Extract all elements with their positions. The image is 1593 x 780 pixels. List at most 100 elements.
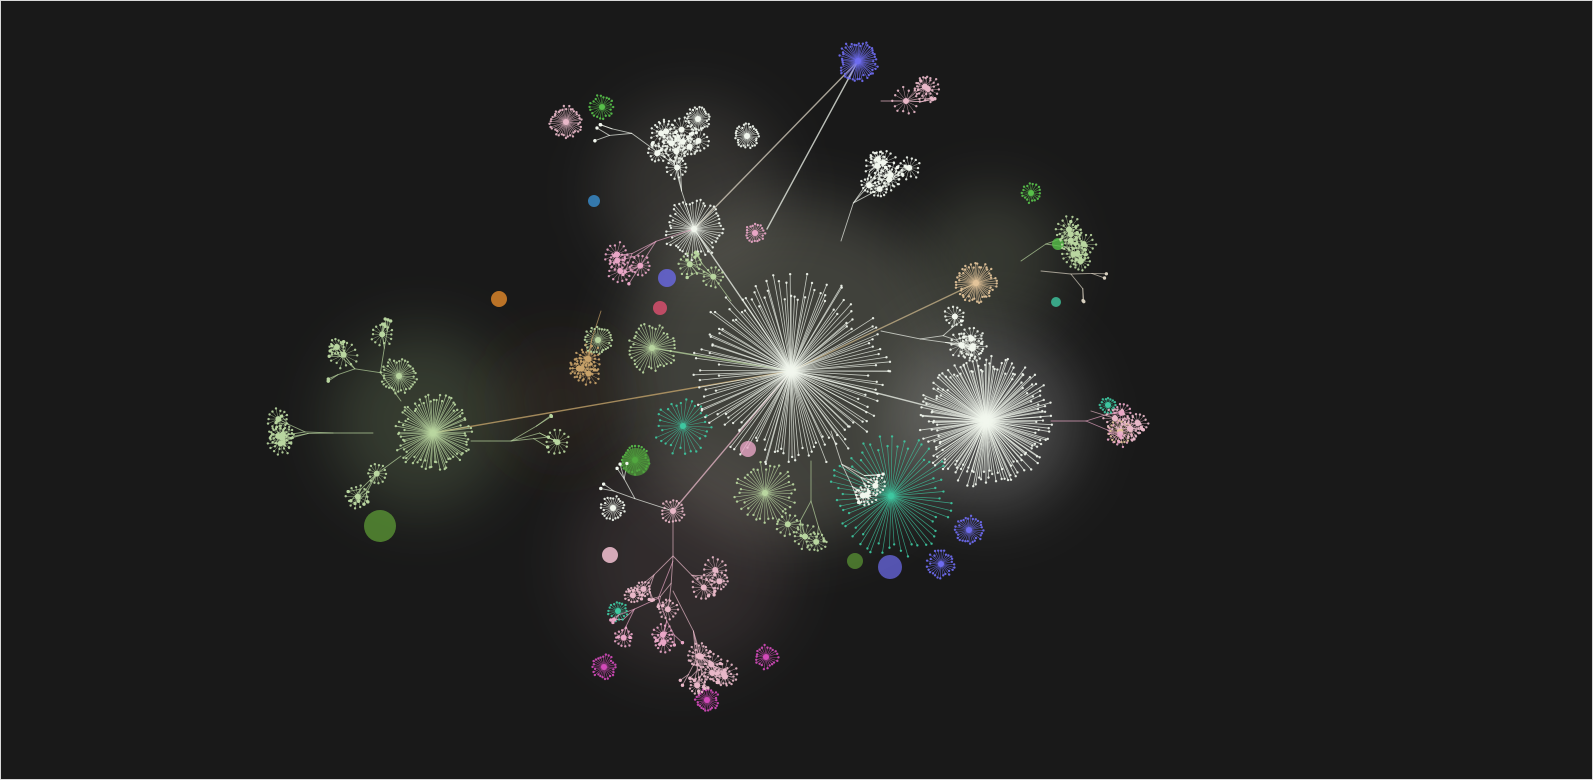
south-tree-mini-leaf [725,576,729,579]
west-link-tree-mini-leaf [565,445,568,448]
cluster-17-leaf [640,445,643,449]
west-tree-mini-leaf [271,441,274,444]
east-hub-leaf [984,481,988,484]
teal-hub-spoke [890,495,937,518]
northeast-hub-leaf [972,266,975,269]
south-tree-mini-leaf [636,600,639,603]
cluster-8-leaf [944,572,947,576]
north-hub-spoke [670,215,695,230]
north-tree-mini-leaf [707,140,710,143]
south-tree-branch [659,582,672,597]
center-tree-c-branch [841,463,865,476]
cluster-10-leaf [710,706,714,710]
west-hub-leaf [438,393,442,397]
west-tree-c-mini-leaf [363,487,366,491]
east-hub-spoke [920,414,987,422]
south-tree-mini-leaf [627,598,630,602]
glow-halo [571,451,791,671]
south-tree-c-mini-leaf [728,670,731,673]
east-hub-leaf [972,485,975,488]
east-hub-leaf [935,423,939,427]
north-tree-b-mini-leaf [616,280,619,284]
south-tree-d-branch [616,467,625,480]
main-hub-leaf [731,319,735,322]
green-hub-leaf [768,464,772,468]
cluster-0-leaf [561,108,564,112]
top-hub-spoke [857,60,876,70]
nw-hub-spoke [651,340,675,349]
north-hub-leaf [702,202,705,205]
cluster-15-leaf [390,386,393,390]
north-tree-b-branch [628,265,641,285]
main-hub-leaf [727,416,730,419]
main-hub-leaf [763,296,766,299]
main-hub-leaf [871,338,874,341]
center-tree-mini-center [875,156,882,163]
cluster-8-leaf [947,573,951,576]
cluster-3-leaf [755,130,759,134]
north-hub-leaf [695,199,699,203]
northeast-hub-leaf [964,264,967,268]
main-hub-leaf [866,374,870,377]
cluster-5-leaf [1111,421,1115,424]
northeast-hub-spoke [970,264,977,284]
ne-tree-b-branch [1070,273,1084,290]
cluster-1-leaf [589,108,592,112]
cluster-0-leaf [560,133,563,136]
south-tree-c-mini-leaf [730,663,733,666]
east-hub-leaf [927,440,930,443]
north-hub-leaf [684,203,688,206]
south-tree-c-leaf [703,686,707,690]
cluster-9-leaf [593,673,597,677]
east-hub-leaf [1028,375,1032,379]
northeast-hub-leaf [958,274,961,277]
glow-halo [601,101,781,281]
center-tree-mini-leaf [883,155,886,159]
north-hub-spoke [693,206,715,230]
west-tree-mini-leaf [285,434,288,438]
west-tree-b-mini-leaf [330,348,333,351]
south-tree-b-mini-leaf [628,644,631,647]
west-hub-spoke [423,402,434,434]
south-tree-d-leaf [615,466,619,470]
west-tree-mini-leaf [276,453,280,456]
nw-hub-leaf [669,349,672,353]
green-hub-spoke [764,489,796,494]
center-tree-b-branch [919,335,944,340]
west-tree-b-leaf [386,318,390,322]
north-hub-leaf [669,243,672,247]
cluster-0-leaf [573,130,577,133]
main-hub-spoke [741,311,792,372]
northeast-hub-leaf [977,301,981,304]
south-tree-c-branch [672,590,694,632]
west-tree-mini-leaf [281,451,284,454]
main-hub-leaf [847,447,850,450]
teal-small-hub-leaf [695,450,698,453]
east-hub-leaf [943,458,947,461]
northeast-hub-leaf [974,261,977,265]
main-hub-spoke [790,284,828,372]
cluster-7-leaf [979,534,982,537]
main-hub-leaf [717,327,721,331]
cluster-8-leaf [951,568,954,572]
teal-hub-leaf [839,504,842,508]
cluster-15-leaf [404,387,408,391]
south-tree-c-mini-leaf [719,670,723,673]
cluster-4-leaf [1022,185,1026,188]
west-hub-leaf [403,428,406,432]
south-tree-c-branch [682,674,689,686]
teal-hub-spoke [867,495,892,549]
south-tree-b-mini-leaf [617,642,620,645]
teal-hub-leaf [850,457,853,460]
nw-hub-leaf [654,327,657,331]
top-hub-leaf [848,77,852,80]
south-tree-mini-leaf [674,612,677,615]
main-hub-spoke [715,370,792,392]
south-tree-branch [669,582,672,600]
cluster-10-leaf [704,709,707,712]
teal-hub-leaf [842,508,845,512]
main-hub-leaf [823,299,827,303]
center-tree-mini-leaf [869,153,872,157]
east-hub-leaf [974,483,977,486]
east-hub-leaf [954,471,957,474]
